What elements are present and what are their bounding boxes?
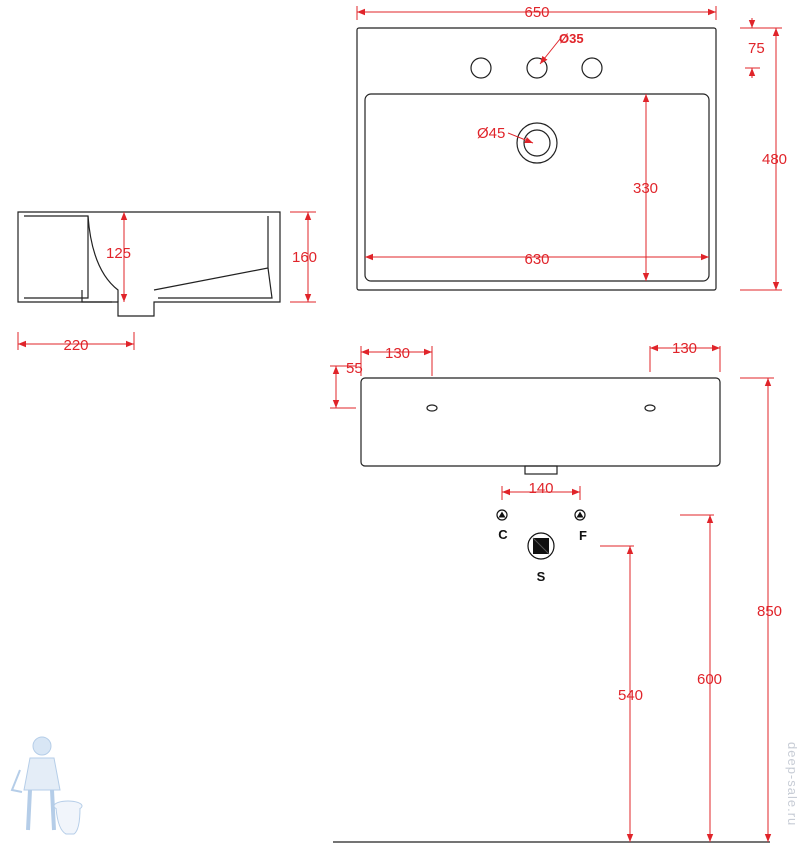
dim-hole-height-55: 55 bbox=[346, 360, 363, 377]
tap-hole-right bbox=[581, 57, 603, 79]
side-view: 125 160 220 bbox=[17, 211, 317, 354]
dim-drain-height-540: 540 bbox=[618, 687, 643, 704]
dim-width-650: 650 bbox=[524, 4, 549, 21]
hot-label: F bbox=[579, 528, 587, 543]
dim-total-height-850: 850 bbox=[757, 603, 782, 620]
dim-height-160: 160 bbox=[292, 249, 317, 266]
drain-inner bbox=[523, 129, 551, 157]
dim-supply-height-600: 600 bbox=[697, 671, 722, 688]
dim-basin-depth-330: 330 bbox=[633, 180, 658, 197]
drain-outer bbox=[516, 122, 558, 164]
cold-supply-point bbox=[496, 509, 508, 521]
siphon-point bbox=[527, 532, 555, 560]
side-back-wall bbox=[24, 215, 89, 299]
front-view: 130 130 55 140 C F S bbox=[330, 340, 782, 843]
cold-label: C bbox=[498, 527, 508, 542]
side-lip bbox=[81, 290, 112, 303]
dim-depth-480: 480 bbox=[762, 151, 787, 168]
plumber-logo bbox=[10, 736, 83, 835]
drain-stub bbox=[524, 465, 558, 475]
dim-left-offset-130: 130 bbox=[385, 345, 410, 362]
fixing-hole-left bbox=[426, 404, 438, 412]
watermark-text: deep-sale.ru bbox=[785, 742, 797, 826]
basin-inner-top bbox=[364, 93, 710, 282]
fixing-hole-right bbox=[644, 404, 656, 412]
dim-pipe-spacing-140: 140 bbox=[528, 480, 553, 497]
dim-tap-offset-75: 75 bbox=[748, 40, 765, 57]
basin-outline-top bbox=[356, 27, 717, 291]
side-inner-floor bbox=[158, 267, 273, 299]
dim-inner-depth-125: 125 bbox=[106, 245, 131, 262]
dim-tap-hole-diameter: Ø35 bbox=[559, 31, 584, 46]
tap-hole-center bbox=[526, 57, 548, 79]
side-inner-curve-left bbox=[87, 215, 119, 302]
tap-hole-left bbox=[470, 57, 492, 79]
dim-basin-width-630: 630 bbox=[524, 251, 549, 268]
dim-drain-diameter: Ø45 bbox=[477, 125, 505, 142]
siphon-label: S bbox=[537, 569, 546, 584]
basin-outline-front bbox=[360, 377, 721, 467]
top-view: 650 Ø35 75 480 Ø45 330 630 bbox=[356, 4, 787, 291]
hot-supply-point bbox=[574, 509, 586, 521]
dim-right-offset-130: 130 bbox=[672, 340, 697, 357]
basin-outline-side bbox=[17, 211, 281, 317]
dim-overhang-220: 220 bbox=[63, 337, 88, 354]
side-inner-slope bbox=[153, 216, 269, 291]
